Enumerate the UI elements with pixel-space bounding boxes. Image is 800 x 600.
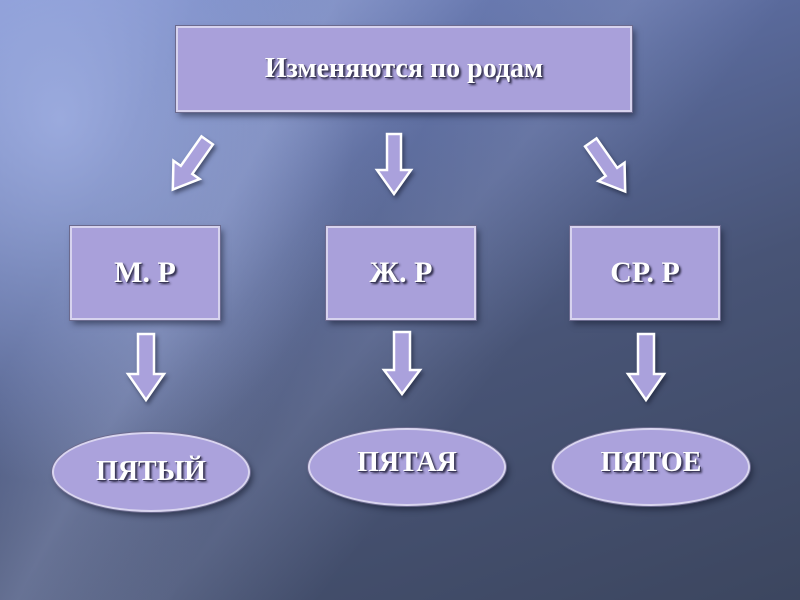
arrow-down-center-icon [374, 132, 414, 197]
top-box-label: Изменяются по родам [264, 53, 544, 84]
example-label-feminine: ПЯТАЯ [357, 447, 457, 478]
gender-box-masculine: М. Р [70, 226, 220, 320]
example-ellipse-neuter: ПЯТОЕ [552, 428, 750, 506]
arrow-down-neuter-icon [625, 332, 667, 403]
arrow-down-feminine-icon [381, 330, 423, 397]
gender-label-masculine: М. Р [114, 256, 176, 289]
example-ellipse-feminine: ПЯТАЯ [308, 428, 506, 506]
gender-label-feminine: Ж. Р [369, 256, 433, 289]
arrow-down-right-icon [583, 136, 627, 194]
top-box: Изменяются по родам [176, 26, 632, 112]
example-ellipse-masculine: ПЯТЫЙ [52, 432, 250, 512]
arrow-down-left-icon [171, 134, 215, 192]
example-label-masculine: ПЯТЫЙ [96, 456, 206, 487]
gender-box-feminine: Ж. Р [326, 226, 476, 320]
arrow-down-masculine-icon [125, 332, 167, 403]
gender-box-neuter: СР. Р [570, 226, 720, 320]
example-label-neuter: ПЯТОЕ [600, 447, 702, 478]
gender-label-neuter: СР. Р [610, 256, 680, 289]
